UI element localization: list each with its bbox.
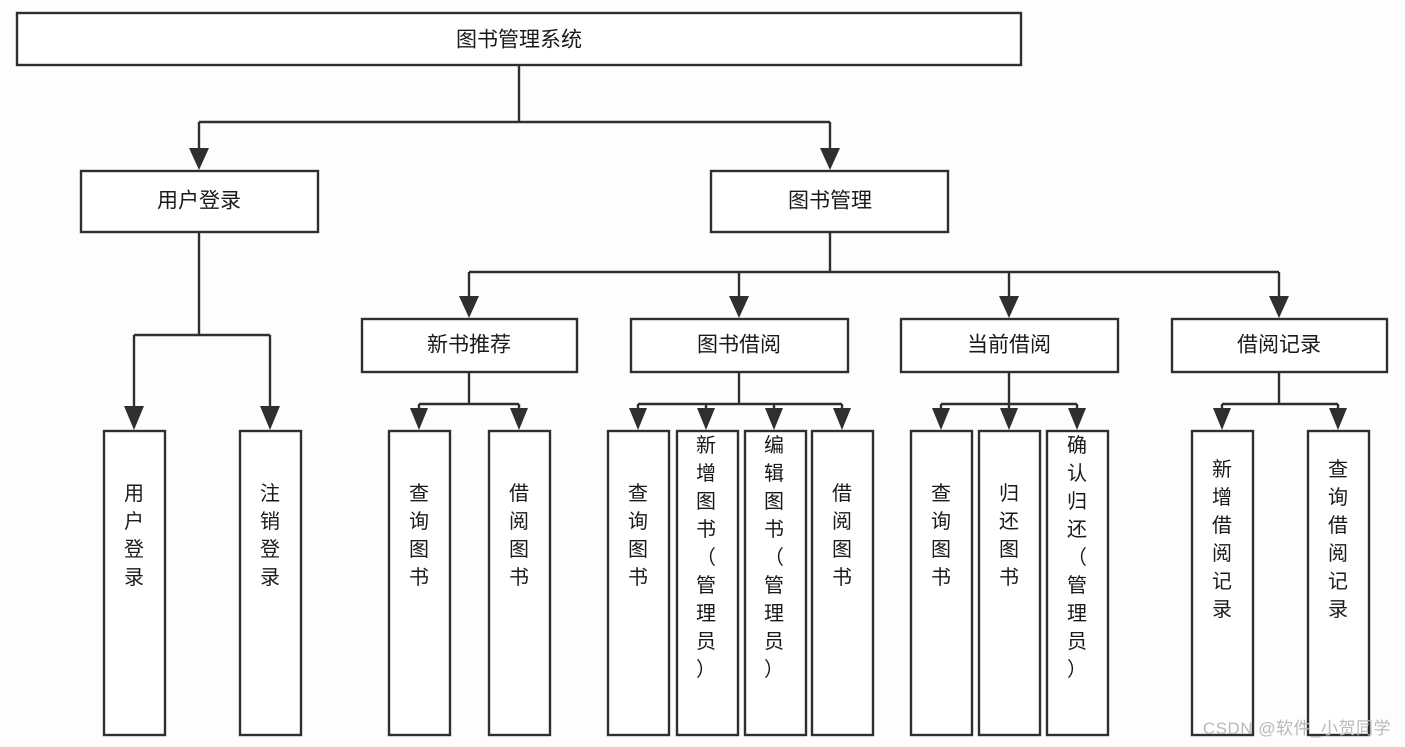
node-leaf-query-book-3-box[interactable] [909, 429, 974, 737]
node-leaf-add-book-label: 新增图书（管理员） [696, 434, 716, 681]
node-leaf-query-book-2[interactable]: 查询图书 [606, 429, 671, 737]
node-leaf-add-record-box[interactable] [1190, 429, 1255, 737]
node-leaf-return-book[interactable]: 归还图书 [977, 429, 1042, 737]
node-leaf-edit-book[interactable]: 编辑图书（管理员） [743, 429, 808, 737]
arrow-to-leaf-add-book [697, 408, 715, 430]
arrow-to-leaf-borrow-book-2 [833, 408, 851, 430]
node-leaf-return-book-label: 归还图书 [999, 482, 1019, 589]
node-leaf-borrow-book-1-box[interactable] [487, 429, 552, 737]
node-leaf-edit-book-label: 编辑图书（管理员） [764, 434, 784, 681]
node-current-borrow-box[interactable] [899, 317, 1120, 374]
arrow-to-leaf-add-record [1213, 408, 1231, 430]
node-borrow-record-label: 借阅记录 [1237, 334, 1321, 357]
node-leaf-user-login[interactable]: 用户登录 [102, 429, 167, 737]
arrow-to-leaf-user-login [124, 406, 144, 430]
node-user-login-box[interactable] [79, 169, 320, 234]
node-leaf-user-logout-box[interactable] [238, 429, 303, 737]
node-leaf-confirm-return-box[interactable] [1045, 429, 1110, 737]
node-leaf-edit-book-box[interactable] [743, 429, 808, 737]
arrow-to-leaf-query-book-3 [932, 408, 950, 430]
node-leaf-user-login-label: 用户登录 [124, 483, 144, 589]
node-leaf-add-record-label: 新增借阅记录 [1212, 458, 1232, 621]
node-leaf-query-book-2-label: 查询图书 [628, 482, 648, 589]
node-book-borrow-box[interactable] [629, 317, 850, 374]
arrow-to-leaf-user-logout [260, 406, 280, 430]
arrow-to-leaf-borrow-book-1 [510, 408, 528, 430]
node-book-manage-label: 图书管理 [788, 190, 872, 213]
node-leaf-query-book-1[interactable]: 查询图书 [387, 429, 452, 737]
node-leaf-confirm-return-label: 确认归还（管理员） [1067, 434, 1087, 681]
node-borrow-record[interactable]: 借阅记录 [1170, 317, 1389, 374]
node-leaf-borrow-book-1-label: 借阅图书 [509, 482, 529, 589]
node-new-book-recommend-label: 新书推荐 [427, 334, 511, 357]
node-leaf-query-book-3[interactable]: 查询图书 [909, 429, 974, 737]
node-current-borrow[interactable]: 当前借阅 [899, 317, 1120, 374]
arrow-to-leaf-query-record [1329, 408, 1347, 430]
node-leaf-borrow-book-2[interactable]: 借阅图书 [810, 429, 875, 737]
node-borrow-record-box[interactable] [1170, 317, 1389, 374]
node-book-manage[interactable]: 图书管理 [709, 169, 950, 234]
node-root-label: 图书管理系统 [456, 29, 582, 52]
arrow-to-current-borrow [999, 296, 1019, 318]
node-leaf-borrow-book-1[interactable]: 借阅图书 [487, 429, 552, 737]
csdn-watermark: CSDN @软件_小贺同学 [1202, 719, 1391, 738]
arrow-to-leaf-query-book-2 [629, 408, 647, 430]
node-leaf-query-book-3-label: 查询图书 [931, 482, 951, 589]
node-leaf-user-logout-label: 注销登录 [260, 482, 280, 589]
node-leaf-add-record[interactable]: 新增借阅记录 [1190, 429, 1255, 737]
arrow-to-book-borrow [729, 296, 749, 318]
node-leaf-add-book[interactable]: 新增图书（管理员） [675, 429, 740, 737]
node-leaf-add-book-box[interactable] [675, 429, 740, 737]
node-user-login[interactable]: 用户登录 [79, 169, 320, 234]
node-new-book-recommend[interactable]: 新书推荐 [360, 317, 579, 374]
node-leaf-query-record-box[interactable] [1306, 429, 1371, 737]
node-book-borrow[interactable]: 图书借阅 [629, 317, 850, 374]
node-book-manage-box[interactable] [709, 169, 950, 234]
node-leaf-return-book-box[interactable] [977, 429, 1042, 737]
arrow-to-borrow-record [1269, 296, 1289, 318]
node-root-box[interactable] [15, 11, 1023, 67]
node-current-borrow-label: 当前借阅 [967, 334, 1051, 357]
arrow-to-leaf-confirm-return [1068, 408, 1086, 430]
arrow-to-book-manage [820, 148, 840, 170]
arrow-to-new-book-recommend [459, 296, 479, 318]
node-user-login-label: 用户登录 [157, 190, 241, 213]
node-leaf-query-record-label: 查询借阅记录 [1328, 458, 1348, 621]
arrow-to-leaf-edit-book [765, 408, 783, 430]
node-leaf-confirm-return[interactable]: 确认归还（管理员） [1045, 429, 1110, 737]
node-leaf-user-login-box[interactable] [102, 429, 167, 737]
arrowheads-layer [124, 148, 1347, 430]
arrow-to-leaf-return-book [1000, 408, 1018, 430]
node-leaf-query-book-2-box[interactable] [606, 429, 671, 737]
node-new-book-recommend-box[interactable] [360, 317, 579, 374]
node-leaf-borrow-book-2-box[interactable] [810, 429, 875, 737]
node-book-borrow-label: 图书借阅 [697, 334, 781, 357]
node-leaf-query-record[interactable]: 查询借阅记录 [1306, 429, 1371, 737]
node-root[interactable]: 图书管理系统 [15, 11, 1023, 67]
arrow-to-leaf-query-book-1 [410, 408, 428, 430]
node-leaf-query-book-1-box[interactable] [387, 429, 452, 737]
node-leaf-query-book-1-label: 查询图书 [409, 482, 429, 589]
node-leaf-user-logout[interactable]: 注销登录 [238, 429, 303, 737]
arrow-to-user-login [189, 148, 209, 170]
node-leaf-borrow-book-2-label: 借阅图书 [832, 482, 852, 589]
